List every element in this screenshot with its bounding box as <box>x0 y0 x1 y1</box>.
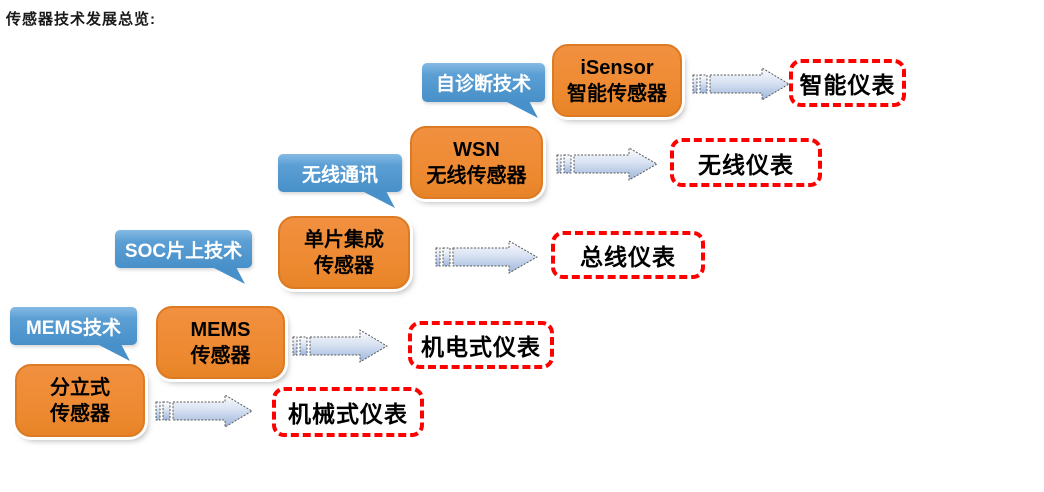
technology-callout-label: 无线通讯 <box>301 164 378 186</box>
sensor-box-line2: 传感器 <box>190 344 251 367</box>
sensor-box-line1: WSN <box>453 138 500 161</box>
technology-callout-label: 自诊断技术 <box>435 74 531 95</box>
sensor-box-discrete: 分立式 传感器 <box>15 364 145 437</box>
sensor-box-wsn: WSN 无线传感器 <box>410 126 543 199</box>
sensor-box-line1: MEMS <box>190 318 251 341</box>
technology-callout-mems: MEMS技术 <box>10 307 137 361</box>
sensor-box-line2: 无线传感器 <box>426 164 527 187</box>
striped-right-arrow-icon <box>292 329 388 363</box>
striped-right-arrow-icon <box>435 240 539 274</box>
sensor-box-monolithic: 单片集成 传感器 <box>278 216 410 289</box>
technology-callout-self-diagnosis: 自诊断技术 <box>422 63 545 118</box>
callout-tail-icon <box>212 267 245 284</box>
sensor-box-line1: iSensor <box>580 56 654 79</box>
sensor-box-line2: 传感器 <box>50 402 110 425</box>
instrument-box-smart: 智能仪表 <box>789 59 906 107</box>
instrument-label: 无线仪表 <box>698 151 794 178</box>
instrument-box-wireless: 无线仪表 <box>670 138 822 187</box>
sensor-box-line2: 智能传感器 <box>567 82 667 105</box>
instrument-label: 机械式仪表 <box>288 401 408 427</box>
sensor-box-isensor: iSensor 智能传感器 <box>552 44 682 117</box>
sensor-box-mems: MEMS 传感器 <box>156 306 285 379</box>
striped-right-arrow-icon <box>556 147 659 181</box>
instrument-label: 智能仪表 <box>799 72 896 98</box>
technology-callout-wireless: 无线通讯 <box>278 154 402 208</box>
instrument-label: 机电式仪表 <box>421 334 541 360</box>
striped-right-arrow-icon <box>692 67 790 101</box>
sensor-box-line1: 单片集成 <box>304 228 384 251</box>
sensor-box-line2: 传感器 <box>314 254 374 277</box>
technology-callout-label: SOC片上技术 <box>124 240 243 262</box>
instrument-box-electromechanical: 机电式仪表 <box>408 321 554 369</box>
callout-tail-icon <box>97 344 130 361</box>
sensor-box-line1: 分立式 <box>50 376 110 399</box>
technology-callout-label: MEMS技术 <box>25 317 121 339</box>
technology-callout-soc: SOC片上技术 <box>115 230 252 284</box>
instrument-box-mechanical: 机械式仪表 <box>272 387 424 437</box>
page-title: 传感器技术发展总览: <box>6 11 156 28</box>
callout-tail-icon <box>505 101 538 118</box>
instrument-box-bus: 总线仪表 <box>551 231 705 279</box>
callout-tail-icon <box>362 191 395 208</box>
striped-right-arrow-icon <box>155 394 253 428</box>
instrument-label: 总线仪表 <box>580 244 676 270</box>
